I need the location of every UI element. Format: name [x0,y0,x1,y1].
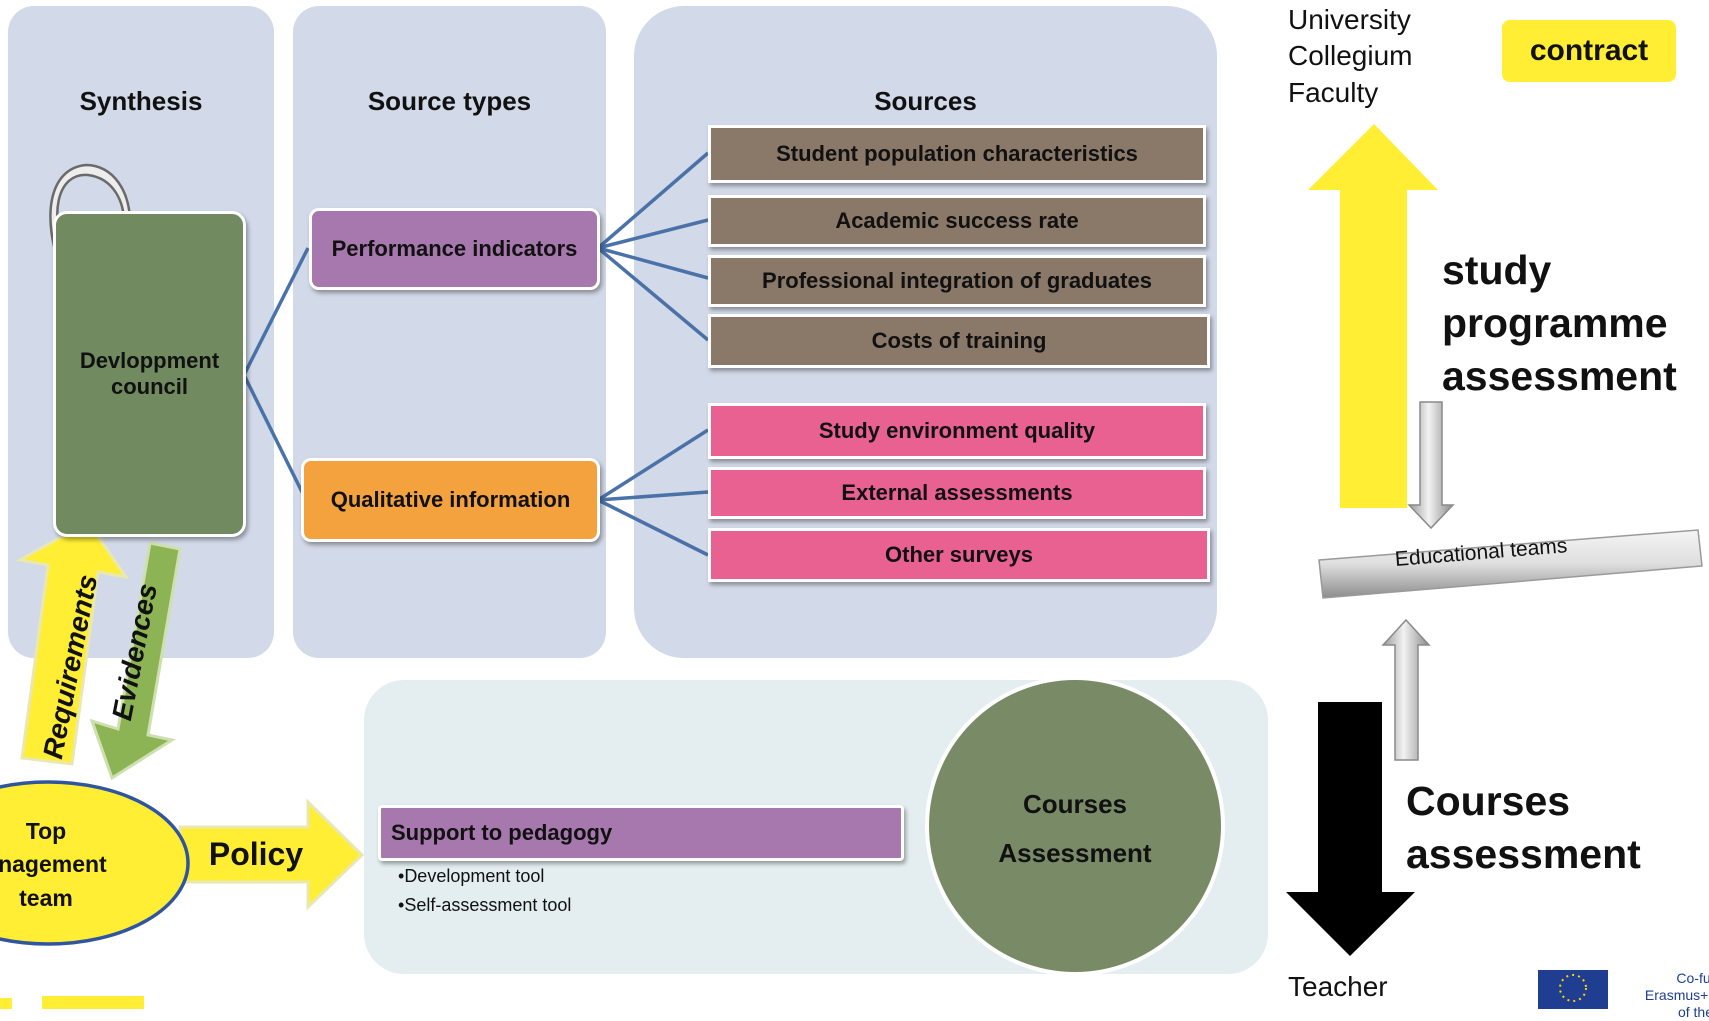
policy-arrow [178,798,365,911]
synthesis-title: Synthesis [79,86,203,116]
educational-teams-bar [1318,529,1703,599]
development-council-label: Devloppment council [79,348,220,399]
source-box: External assessments [708,467,1206,519]
qualitative-connectors [597,428,709,557]
source-label: Professional integration of graduates [762,268,1152,293]
source-box: Academic success rate [708,195,1206,247]
source-label: Study environment quality [818,418,1096,443]
source-label: Academic success rate [835,208,1079,233]
source-label: External assessments [841,480,1073,505]
eu-flag-icon [1538,970,1608,1009]
source-box: Student population characteristics [708,125,1206,183]
yellow-up-arrow [1308,124,1438,508]
support-pedagogy-title: Support to pedagogy [391,820,613,845]
performance-connectors [596,151,710,342]
org-levels: University Collegium Faculty [1288,2,1413,111]
requirements-arrow [15,520,130,766]
development-council-box: Devloppment council [53,211,246,537]
source-types-panel [293,6,606,658]
level-faculty: Faculty [1288,76,1379,108]
bottom-fragment [42,996,144,1009]
list-item: •Development tool [398,866,545,886]
support-bullet-list: •Development tool •Self-assessment tool [398,862,571,920]
top-management-ellipse [0,780,190,946]
qualitative-information-label: Qualitative information [330,487,571,512]
sources-title: Sources [874,86,977,116]
bottom-fragment [0,998,12,1009]
courses-assessment-circle-label: Courses Assessment [998,789,1152,868]
source-label: Student population characteristics [776,141,1138,166]
source-box: Professional integration of graduates [708,255,1206,307]
courses-assessment-label: Courses assessment [1406,778,1641,877]
source-box: Costs of training [708,314,1210,368]
list-item: •Self-assessment tool [398,895,572,915]
level-collegium: Collegium [1288,40,1413,72]
source-label: Other surveys [885,542,1033,567]
gray-up-arrow [1381,618,1431,761]
qualitative-information-box: Qualitative information [301,458,600,542]
performance-indicators-label: Performance indicators [331,236,578,261]
source-types-title: Source types [367,86,532,116]
black-down-arrow [1286,702,1415,956]
contract-label: contract [1529,34,1649,67]
cofunded-text: Co-funde Erasmus+ Pro of the Eu [1644,970,1709,1020]
top-management-label: Top anagement team [0,818,107,911]
study-programme-assessment-label: study programme assessment [1442,247,1677,399]
evidences-arrow [89,541,182,781]
policy-label: Policy [208,836,304,872]
level-university: University [1288,4,1411,35]
gray-down-arrow [1407,401,1455,530]
teacher-label: Teacher [1288,971,1388,1002]
source-box: Other surveys [708,528,1210,582]
council-connectors [242,247,310,499]
contract-badge: contract [1502,20,1676,82]
support-pedagogy-box: Support to pedagogy [378,805,904,861]
source-box: Study environment quality [708,403,1206,459]
source-label: Costs of training [871,328,1047,353]
performance-indicators-box: Performance indicators [309,208,600,290]
courses-circle [925,676,1225,976]
